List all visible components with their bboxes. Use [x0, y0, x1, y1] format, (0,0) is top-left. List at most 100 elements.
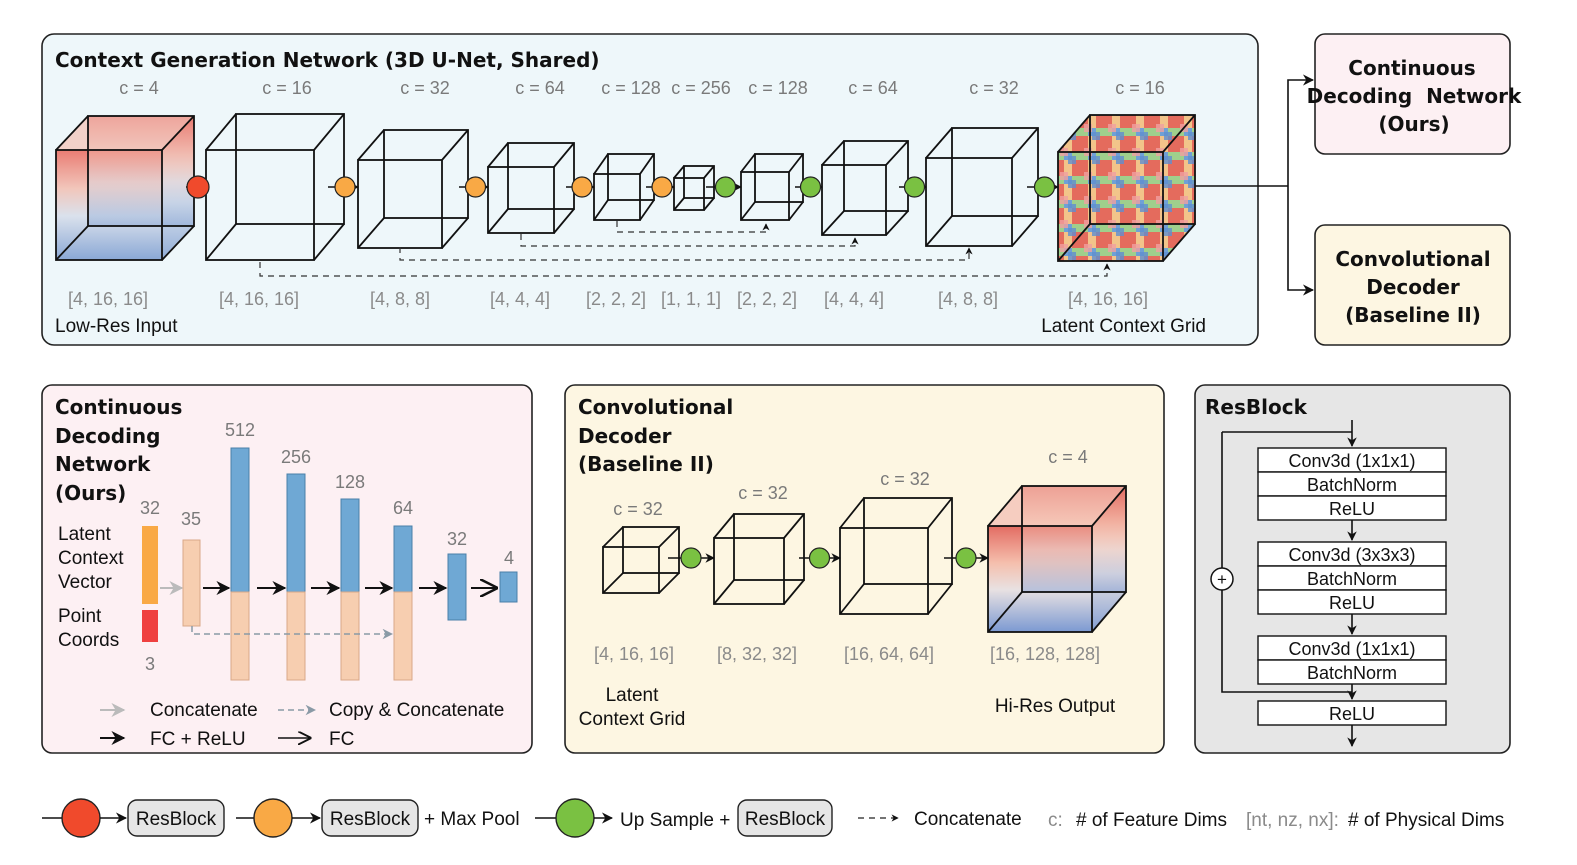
conv-cubes: [602, 485, 1127, 633]
dim-label: [2, 2, 2]: [586, 289, 646, 309]
operation-circle-icon: [799, 176, 822, 198]
copy-concat-path: [191, 626, 394, 640]
physical-dims-label: # of Physical Dims: [1348, 810, 1504, 831]
fc-layers: 35 512 256 128 64 32 4: [181, 420, 518, 681]
context-cube: [205, 113, 345, 261]
resblock-layer-label: BatchNorm: [1307, 663, 1397, 683]
context-channel-labels: c = 4 c = 16 c = 32 c = 64 c = 128 c = 2…: [119, 78, 1165, 98]
dim-label: [4, 8, 8]: [938, 289, 998, 309]
red-circle-icon: [61, 798, 101, 838]
channel-label: c = 64: [515, 78, 565, 98]
layer-dim-label: 64: [393, 498, 413, 518]
resblock-layer-label: Conv3d (3x3x3): [1288, 545, 1415, 565]
latent-vector-label: Vector: [58, 572, 113, 593]
physical-prefix-label: [nt, nz, nx]:: [1246, 810, 1339, 831]
continuous-panel-legend: Concatenate Copy & Concatenate FC + ReLU…: [100, 700, 504, 750]
continuous-decoding-panel: Continuous Decoding Network (Ours) Laten…: [41, 384, 533, 754]
continuous-output-line: Continuous: [1348, 56, 1475, 80]
fc-layer-concat-bar: [340, 591, 360, 681]
channel-label: c = 16: [1115, 78, 1165, 98]
dim-label: [4, 16, 16]: [1068, 289, 1148, 309]
point-coords-bar: [142, 610, 158, 642]
layer-dim-label: 256: [281, 447, 311, 467]
green-circle-icon: [555, 798, 595, 838]
dim-label: [4, 4, 4]: [490, 289, 550, 309]
context-cube: [593, 153, 655, 221]
context-circles: [186, 175, 1056, 199]
conv-arrows: [668, 547, 989, 569]
point-coords-label: Coords: [58, 630, 119, 651]
context-dim-labels: [4, 16, 16] [4, 16, 16] [4, 8, 8] [4, 4,…: [68, 289, 1148, 309]
conv-cube: [987, 485, 1127, 633]
resblock-layer-label: BatchNorm: [1307, 475, 1397, 495]
convolutional-output-line: (Baseline II): [1345, 303, 1481, 327]
fc-layer-bar: [340, 498, 360, 593]
continuous-output-line: (Ours): [1378, 112, 1449, 136]
orange-circle-icon: [253, 798, 293, 838]
latent-context-grid-cube: [1058, 115, 1195, 261]
context-cube: [487, 142, 575, 234]
up-sample-circle-icon: [680, 547, 702, 569]
layer-dim-label: 128: [335, 472, 365, 492]
context-cube: [925, 127, 1039, 247]
low-res-input-cube: [56, 116, 194, 260]
continuous-output-line: Decoding Network: [1307, 84, 1522, 108]
continuous-panel-title: (Ours): [55, 481, 126, 505]
continuous-panel-title: Network: [55, 452, 151, 476]
resblock-legend-chip: [737, 799, 833, 837]
conv-panel-title: Decoder: [578, 424, 672, 448]
continuous-panel-title: Continuous: [55, 395, 182, 419]
resblock-panel-title: ResBlock: [1205, 395, 1308, 419]
channel-label: c = 32: [969, 78, 1019, 98]
continuous-panel-title: Decoding: [55, 424, 161, 448]
channel-label: c = 4: [119, 78, 159, 98]
latent-vector-bar: [142, 526, 158, 604]
fc-layer-concat-bar: [393, 591, 413, 681]
conv-channel-label: c = 32: [738, 483, 788, 503]
feature-dims-label: # of Feature Dims: [1076, 810, 1227, 831]
concatenate-legend-label: Concatenate: [150, 700, 258, 721]
fc-layer-bar: [499, 571, 518, 603]
channel-label: c = 16: [262, 78, 312, 98]
low-res-input-label: Low-Res Input: [55, 316, 178, 337]
context-cube: [740, 153, 804, 221]
latent-dim-label: 32: [140, 498, 160, 518]
convolutional-output-line: Convolutional: [1335, 247, 1490, 271]
layer-dim-label: 512: [225, 420, 255, 440]
skip-connections: [259, 221, 1111, 277]
operation-circle-icon: [651, 176, 673, 198]
fc-layer-bar: [182, 539, 201, 627]
resblock-layer-label: ReLU: [1329, 499, 1375, 519]
up-sample-circle-icon: [955, 547, 977, 569]
conv-channel-label: c = 32: [880, 469, 930, 489]
fc-layer-bar: [286, 473, 306, 593]
dim-label: [4, 4, 4]: [824, 289, 884, 309]
point-coords-label: Point: [58, 606, 102, 627]
conv-panel-title: Convolutional: [578, 395, 733, 419]
bottom-legend: ResBlock ResBlock + Max Pool Up Sample +…: [42, 798, 1504, 838]
dim-label: [4, 16, 16]: [219, 289, 299, 309]
conv-dim-label: [16, 128, 128]: [990, 644, 1100, 664]
operation-circle-icon: [186, 175, 210, 199]
context-cube: [1057, 114, 1196, 262]
operation-circle-icon: [714, 176, 737, 198]
conv-cube: [713, 513, 805, 605]
fc-layer-concat-bar: [230, 591, 250, 681]
conv-channel-label: c = 4: [1048, 447, 1088, 467]
channel-label: c = 64: [848, 78, 898, 98]
operation-circle-icon: [903, 176, 926, 198]
latent-vector-label: Latent: [58, 524, 112, 545]
hi-res-output-cube: [988, 486, 1126, 632]
operation-circle-icon: [1033, 176, 1056, 198]
dim-label: [1, 1, 1]: [661, 289, 721, 309]
dim-label: [4, 8, 8]: [370, 289, 430, 309]
conv-dim-label: [4, 16, 16]: [594, 644, 674, 664]
resblock-legend-label: ResBlock: [136, 809, 217, 830]
resblock-layer-label: Conv3d (1x1x1): [1288, 451, 1415, 471]
resblock-legend-label: ResBlock: [745, 809, 826, 830]
concatenate-legend-label: Concatenate: [914, 809, 1022, 830]
latent-vector-label: Context: [58, 548, 124, 569]
context-network-title: Context Generation Network (3D U-Net, Sh…: [55, 48, 600, 72]
fc-layer-bar: [447, 553, 467, 621]
